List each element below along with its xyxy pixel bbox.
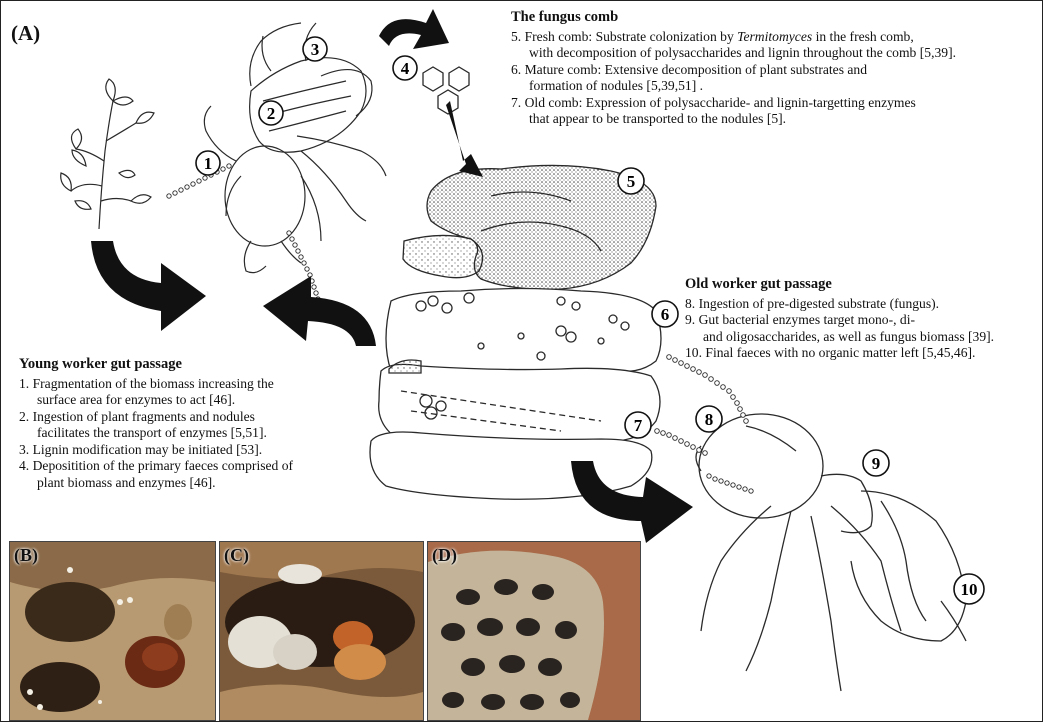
step-number-6: 6 [661,305,670,324]
step-number-5: 5 [627,172,636,191]
old-worker-item-10: 10. Final faeces with no organic matter … [685,345,994,362]
old-worker-caption: Old worker gut passage 8. Ingestion of p… [685,276,994,362]
step-number-8: 8 [705,410,714,429]
photo-c: (C) [219,541,424,721]
panel-label-c: (C) [224,545,249,566]
young-worker-item-1-cont: surface area for enzymes to act [46]. [19,392,293,409]
step-number-3: 3 [311,40,320,59]
panel-label-a: (A) [11,23,40,44]
young-worker-caption: Young worker gut passage 1. Fragmentatio… [19,356,293,491]
photo-c-image [220,542,423,720]
fungus-comb-item-7-cont: that appear to be transported to the nod… [511,111,956,128]
faecal-pellets-illustration [423,67,469,114]
fungus-comb-caption: The fungus comb 5. Fresh comb: Substrate… [511,9,956,128]
old-worker-termite-illustration [696,414,966,691]
old-worker-item-9-cont: and oligosaccharides, as well as fungus … [685,329,994,346]
step-number-10: 10 [961,580,978,599]
young-worker-item-2-cont: facilitates the transport of enzymes [5,… [19,425,293,442]
step-number-1: 1 [204,154,213,173]
young-worker-item-4-cont: plant biomass and enzymes [46]. [19,475,293,492]
old-worker-mandibles [707,474,753,493]
panel-label-d: (D) [432,545,457,566]
old-worker-item-9: 9. Gut bacterial enzymes target mono-, d… [685,312,994,329]
young-worker-termite-illustration [204,23,386,273]
fungus-comb-item-6: 6. Mature comb: Extensive decomposition … [511,62,956,79]
step-number-2: 2 [267,104,276,123]
panel-label-b: (B) [14,545,38,566]
photo-b: (B) [9,541,216,721]
fungus-comb-item-5-cont: with decomposition of polysaccharides an… [511,45,956,62]
young-worker-title: Young worker gut passage [19,356,293,373]
young-worker-item-1: 1. Fragmentation of the biomass increasi… [19,376,293,393]
old-worker-title: Old worker gut passage [685,276,994,293]
fungus-comb-item-6-cont: formation of nodules [5,39,51] . [511,78,956,95]
plant-illustration [61,79,154,229]
step-number-7: 7 [634,416,643,435]
old-worker-antennae [655,355,749,456]
young-worker-item-2: 2. Ingestion of plant fragments and nodu… [19,409,293,426]
young-worker-item-3: 3. Lignin modification may be initiated … [19,442,293,459]
fungus-comb-title: The fungus comb [511,9,956,26]
fungus-comb-item-5-b: in the fresh comb, [812,29,914,44]
termitomyces-name: Termitomyces [737,29,812,44]
fungus-comb-item-5: 5. Fresh comb: Substrate colonization by… [511,29,956,46]
step-number-4: 4 [401,59,410,78]
old-worker-item-8: 8. Ingestion of pre-digested substrate (… [685,296,994,313]
young-worker-item-4: 4. Depositition of the primary faeces co… [19,458,293,475]
photo-d: (D) [427,541,641,721]
photo-d-image [428,542,640,720]
photo-b-image [10,542,215,720]
fungus-comb-illustration [370,165,661,499]
step-number-9: 9 [872,454,881,473]
fungus-comb-item-5-a: 5. Fresh comb: Substrate colonization by [511,29,737,44]
fungus-comb-item-7: 7. Old comb: Expression of polysaccharid… [511,95,956,112]
